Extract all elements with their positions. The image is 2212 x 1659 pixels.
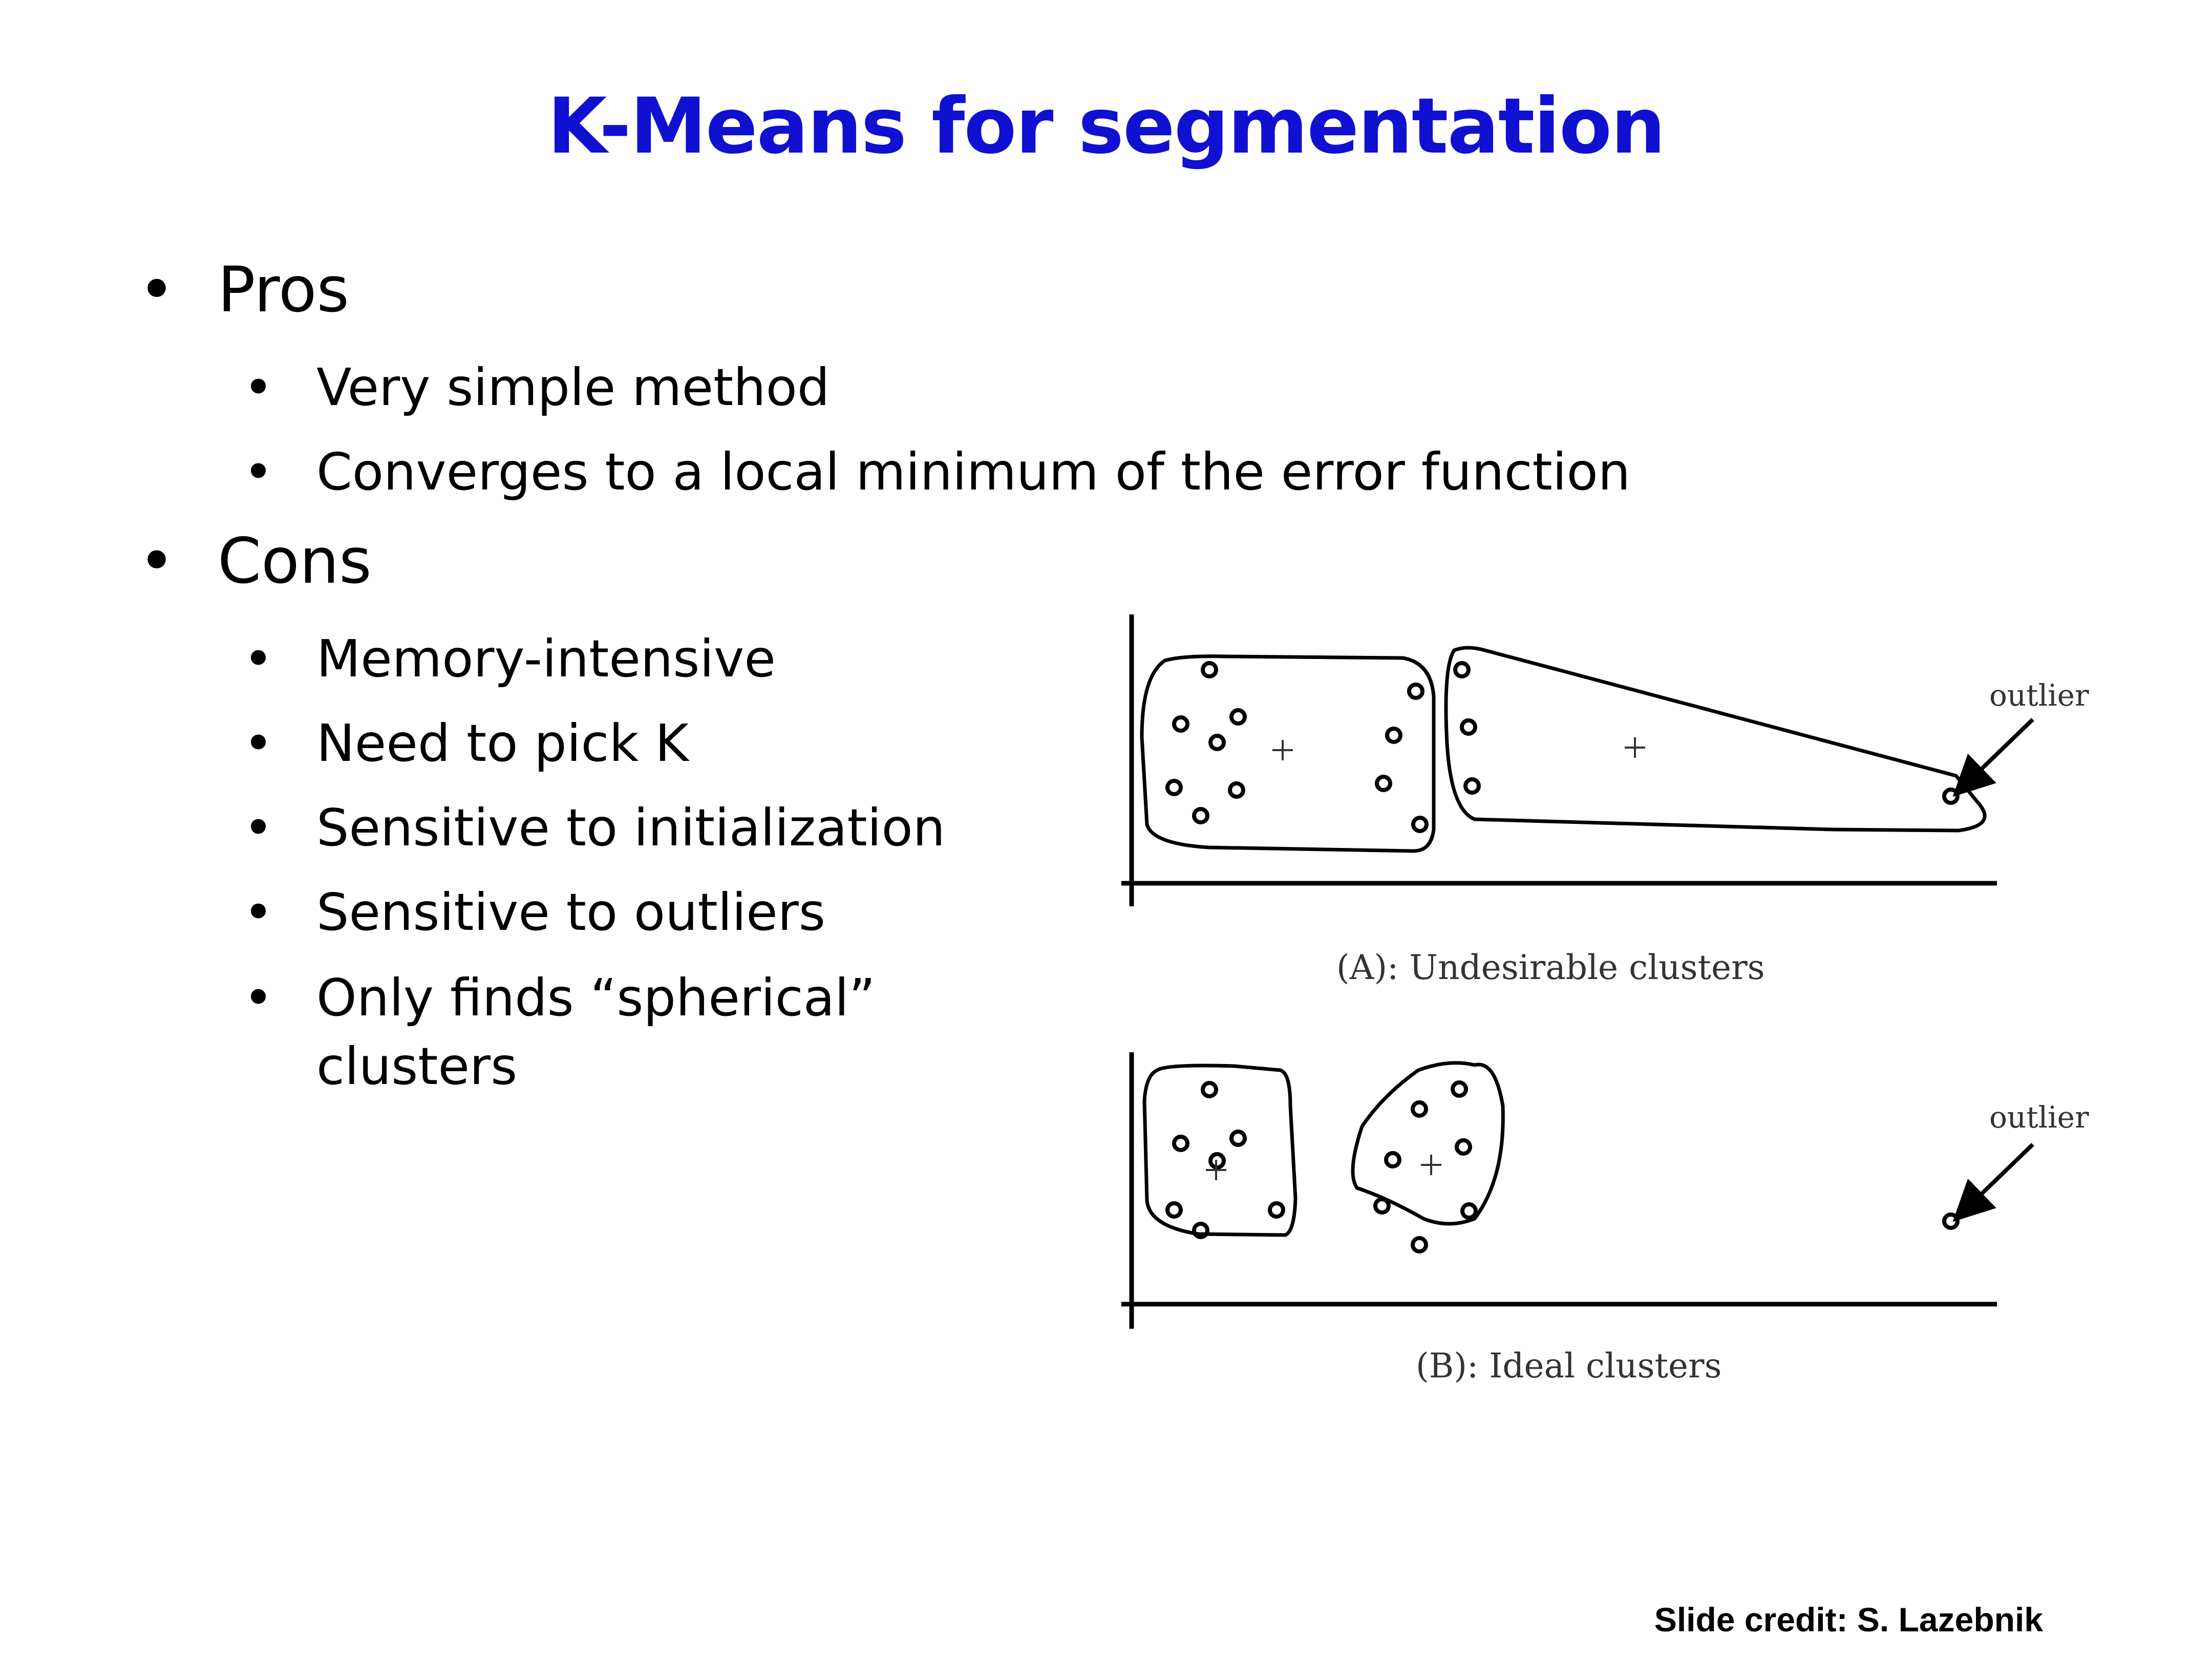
panel-b-cluster-left bbox=[1142, 1064, 1298, 1237]
panel-a-cluster-left bbox=[1140, 654, 1436, 853]
panel-b: outlier (B): Ideal clusters bbox=[1121, 1052, 2089, 1386]
panel-b-outlier-label: outlier bbox=[1989, 1100, 2089, 1135]
bullet-dot-icon: • bbox=[243, 798, 273, 858]
pros-item-text: Converges to a local minimum of the erro… bbox=[316, 442, 1631, 502]
pros-heading: Pros bbox=[218, 253, 350, 326]
cons-heading: Cons bbox=[218, 525, 372, 598]
panel-a-outlier-arrow-icon bbox=[1952, 718, 2034, 797]
slide-credit: Slide credit: S. Lazebnik bbox=[1654, 1601, 2043, 1639]
bullet-dot-icon: • bbox=[243, 442, 273, 502]
panel-b-outlier-arrow-icon bbox=[1952, 1143, 2034, 1222]
bullet-dot-icon: • bbox=[243, 357, 273, 417]
cons-item-text: Only finds “spherical” clusters bbox=[316, 968, 876, 1096]
panel-b-cluster-right bbox=[1351, 1061, 1505, 1226]
bullet-dot-icon: • bbox=[243, 713, 273, 773]
bullet-dot-icon: • bbox=[138, 253, 175, 326]
panel-b-caption: (B): Ideal clusters bbox=[1416, 1346, 1721, 1386]
cons-item-text: Memory-intensive bbox=[316, 629, 776, 689]
bullet-dot-icon: • bbox=[243, 629, 273, 689]
bullet-dot-icon: • bbox=[138, 525, 175, 598]
panel-a-caption: (A): Undesirable clusters bbox=[1336, 948, 1765, 987]
kmeans-clusters-figure: outlier (A): Undesirable clusters bbox=[1116, 614, 2125, 1393]
bullet-dot-icon: • bbox=[243, 882, 273, 942]
cons-item-text: Sensitive to initialization bbox=[316, 798, 946, 858]
cons-item-text: Need to pick K bbox=[316, 713, 689, 773]
panel-a-outlier-label: outlier bbox=[1989, 678, 2089, 713]
cons-item-text: Sensitive to outliers bbox=[316, 882, 825, 942]
panel-a-cluster-right bbox=[1444, 646, 1987, 833]
pros-item-text: Very simple method bbox=[316, 357, 830, 417]
panel-a: outlier (A): Undesirable clusters bbox=[1121, 614, 2089, 987]
bullet-dot-icon: • bbox=[243, 968, 273, 1028]
slide-title: K-Means for segmentation bbox=[547, 82, 1666, 171]
figure-svg: outlier (A): Undesirable clusters bbox=[1121, 614, 2089, 1386]
